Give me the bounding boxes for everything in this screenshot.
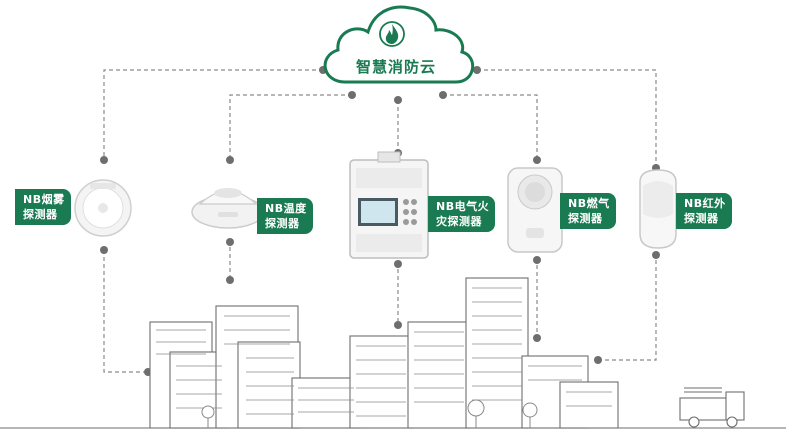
dot [394,96,402,104]
dot [394,260,402,268]
building [559,381,619,429]
dot [533,156,541,164]
dot [226,276,234,284]
dot [473,66,481,74]
label-smoke-detector: NB烟雾 探测器 [15,189,71,225]
building [237,341,301,429]
label-line: 探测器 [265,217,300,230]
flame-icon [379,21,405,47]
label-line: 探测器 [568,212,603,225]
connector-lines [103,69,657,373]
city-skyline [0,277,786,429]
label-line: NB电气火 [436,200,490,213]
building [349,335,413,429]
dot [533,256,541,264]
label-line: NB红外 [684,197,726,210]
connector-ir-down [598,253,657,361]
label-temperature-detector: NB温度 探测器 [257,198,313,234]
label-gas-detector: NB燃气 探测器 [560,193,616,229]
gas-detector-icon [507,167,563,253]
dot [100,156,108,164]
dot [652,251,660,259]
label-electric-fire-detector: NB电气火 灾探测器 [428,196,496,232]
label-line: 探测器 [684,212,719,225]
label-line: NB温度 [265,202,307,215]
label-line: 灾探测器 [436,215,482,228]
connector-dots [100,66,660,376]
label-infrared-detector: NB红外 探测器 [676,193,732,229]
building [407,321,471,429]
dot [439,91,447,99]
temperature-detector-icon [191,188,265,229]
fire-truck-icon [679,387,745,428]
dot [533,334,541,342]
trees [201,399,538,428]
connector-gas [443,94,538,160]
dot [394,321,402,329]
connector-ir [477,69,657,168]
dot [348,91,356,99]
dot [226,238,234,246]
smoke-detector-icon [74,179,132,237]
cloud-title: 智慧消防云 [355,58,436,76]
infrared-detector-icon [639,169,677,249]
connector-smoke-down [103,250,148,373]
connector-smoke [103,69,323,160]
dot [100,246,108,254]
label-line: NB烟雾 [23,193,65,206]
cloud-shape [323,5,474,84]
dot [594,356,602,364]
electric-fire-detector-icon [349,151,429,259]
dot [226,156,234,164]
label-line: NB燃气 [568,197,610,210]
connector-temp [229,94,352,160]
building-windows [156,287,612,417]
label-line: 探测器 [23,208,58,221]
